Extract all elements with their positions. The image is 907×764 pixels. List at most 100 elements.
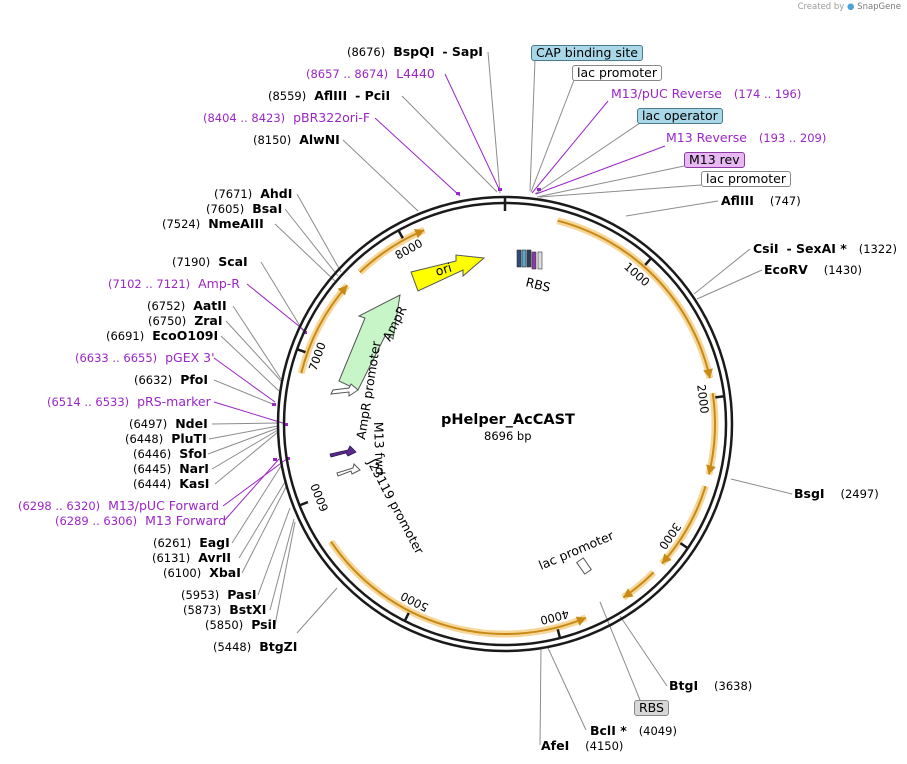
site-position: (747) <box>769 194 801 208</box>
site-position: (6448) <box>125 432 164 446</box>
feature-name: M13/pUC Forward <box>108 498 220 513</box>
site-nari[interactable]: (6445) NarI <box>133 461 209 477</box>
site-position: (2497) <box>840 487 879 501</box>
site-bspqi[interactable]: (8676) BspQI - SapI <box>347 45 483 60</box>
orf-line <box>300 284 349 374</box>
site-position: (6752) <box>147 299 186 313</box>
site-avrii[interactable]: (6131) AvrII <box>152 550 232 566</box>
leader-line <box>693 248 751 295</box>
feature-pgex-3[interactable]: (6633 .. 6655) pGEX 3' <box>75 351 215 366</box>
tag-lac-operator[interactable]: lac operator <box>637 108 723 124</box>
site-psii[interactable]: (5850) PsiI <box>205 618 277 633</box>
leader-line <box>535 145 666 195</box>
site-pluti[interactable]: (6448) PluTI <box>125 432 207 447</box>
watermark-prefix: Created by <box>797 2 845 12</box>
site-ndei[interactable]: (6497) NdeI <box>129 416 208 432</box>
site-ecorv[interactable]: EcoRV (1430) <box>764 262 862 278</box>
site-xbai[interactable]: (6100) XbaI <box>163 565 241 581</box>
site-zrai[interactable]: (6750) ZraI <box>148 314 223 329</box>
site-btgi[interactable]: BtgI (3638) <box>669 679 752 694</box>
site-csii[interactable]: CsiI - SexAI * (1322) <box>753 241 897 257</box>
plasmid-name: pHelper_AcCAST <box>441 412 575 428</box>
leader-line <box>534 122 641 195</box>
site-position: (8150) <box>253 133 292 147</box>
leader-line <box>214 431 279 485</box>
site-name: NdeI <box>175 416 208 431</box>
site-scai[interactable]: (7190) ScaI <box>172 255 248 270</box>
leader-line <box>539 184 702 198</box>
site-name: CsiI <box>753 241 779 256</box>
site-bstxi[interactable]: (5873) BstXI <box>183 603 266 618</box>
site-kasi[interactable]: (6444) KasI <box>133 476 210 492</box>
tick-mark <box>715 395 724 399</box>
site-bsgi[interactable]: BsgI (2497) <box>794 487 879 502</box>
site-aatii[interactable]: (6752) AatII <box>147 299 227 314</box>
leader-line <box>220 335 280 392</box>
orf-arrowhead <box>575 616 586 626</box>
site-name: NmeAIII <box>208 216 264 231</box>
j23119-arrow <box>336 463 361 477</box>
tag-rbs[interactable]: RBS <box>634 700 669 716</box>
site-pasi[interactable]: (5953) PasI <box>181 588 257 603</box>
site-pfoi[interactable]: (6632) PfoI <box>134 373 208 388</box>
site-position: (1322) <box>858 242 897 256</box>
orf-line <box>557 219 711 379</box>
site-position: (8559) <box>268 89 307 103</box>
leader-line <box>223 458 280 522</box>
plasmid-length: 8696 bp <box>484 429 532 443</box>
leader-line <box>730 478 793 495</box>
leader-line <box>246 283 306 332</box>
site-name: NarI <box>179 461 209 476</box>
site-btgzi[interactable]: (5448) BtgZI <box>213 640 297 655</box>
tag-lac-promoter-2[interactable]: lac promoter <box>701 171 791 187</box>
site-bcli[interactable]: BclI * (4049) <box>590 724 677 739</box>
site-name: EcoRV <box>764 262 808 277</box>
feature-name: M13 Forward <box>145 513 227 528</box>
primer-mark <box>498 188 502 191</box>
site-afliii-right[interactable]: AflIII (747) <box>721 193 801 209</box>
leader-line <box>444 73 501 192</box>
feature-range: (6298 .. 6320) <box>18 499 101 513</box>
site-name: KasI <box>179 476 210 491</box>
site-afei[interactable]: AfeI (4150) <box>541 739 623 754</box>
tag-m13-rev[interactable]: M13 rev <box>684 152 745 168</box>
leader-line <box>213 357 276 403</box>
ori-arrow <box>410 254 486 292</box>
primer-mark <box>273 458 277 461</box>
feature-pbr322ori-f[interactable]: (8404 .. 8423) pBR322ori-F <box>203 111 370 126</box>
feature-name: M13/pUC Reverse <box>611 86 722 101</box>
feature-prs-marker[interactable]: (6514 .. 6533) pRS-marker <box>47 395 211 410</box>
tag-lac-promoter-1[interactable]: lac promoter <box>572 65 662 81</box>
site-sfoi[interactable]: (6446) SfoI <box>133 447 207 462</box>
tick-mark <box>556 629 561 638</box>
leader-line <box>536 165 685 198</box>
tag-cap-binding-site[interactable]: CAP binding site <box>531 45 643 61</box>
site-name: AlwNI <box>299 132 340 147</box>
site-name: XbaI <box>209 565 241 580</box>
site-ecoo109i[interactable]: (6691) EcoO109I <box>106 329 218 344</box>
feature-m13-puc-forward[interactable]: (6298 .. 6320) M13/pUC Forward <box>18 498 220 514</box>
site-name: AflIII <box>721 193 754 208</box>
site-position: (5953) <box>181 588 220 602</box>
leader-line <box>530 79 575 193</box>
feature-m13-reverse[interactable]: M13 Reverse (193 .. 209) <box>666 131 826 146</box>
leader-line <box>696 269 763 300</box>
feature-range: (6633 .. 6655) <box>75 351 158 365</box>
site-ahdi[interactable]: (7671) AhdI <box>214 187 292 202</box>
feature-l4440[interactable]: (8657 .. 8674) L4440 <box>306 67 435 82</box>
feature-range: (8657 .. 8674) <box>306 67 389 81</box>
site-nmeaiii[interactable]: (7524) NmeAIII <box>162 216 264 232</box>
feature-m13-puc-reverse[interactable]: M13/pUC Reverse (174 .. 196) <box>611 86 801 102</box>
orf-arrows <box>297 217 719 638</box>
site-name: AvrII <box>198 550 232 565</box>
site-bsai[interactable]: (7605) BsaI <box>206 202 282 217</box>
tick-mark <box>300 500 309 507</box>
site-afliii-left[interactable]: (8559) AflIII - PciI <box>268 89 390 104</box>
feature-amp-r[interactable]: (7102 .. 7121) Amp-R <box>108 277 240 292</box>
site-eagi[interactable]: (6261) EagI <box>153 536 230 551</box>
leader-line <box>257 507 291 596</box>
feature-m13-forward[interactable]: (6289 .. 6306) M13 Forward <box>55 513 227 529</box>
site-position: (6750) <box>148 314 187 328</box>
site-alwni[interactable]: (8150) AlwNI <box>253 132 340 148</box>
